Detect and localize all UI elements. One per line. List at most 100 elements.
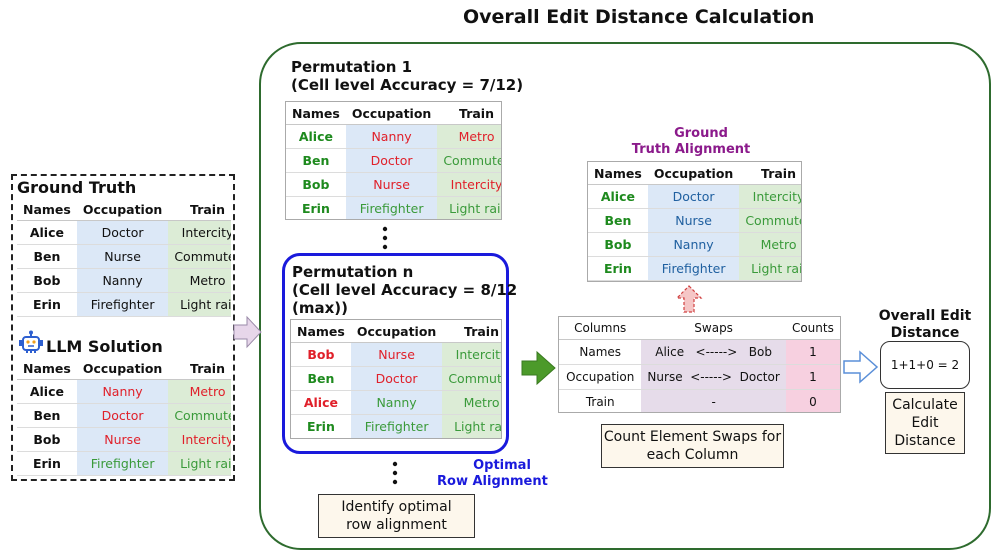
col-header-train: Train bbox=[739, 162, 801, 185]
cell-column: Train bbox=[559, 389, 642, 412]
cell-occupation: Firefighter bbox=[76, 451, 169, 476]
cell-swaps: Nurse <-----> Doctor bbox=[641, 364, 786, 390]
cell-name: Ben bbox=[286, 148, 346, 173]
cell-name: Erin bbox=[286, 196, 346, 219]
cell-name: Ben bbox=[291, 366, 351, 391]
green-arrow-icon bbox=[521, 350, 556, 386]
cell-name: Erin bbox=[17, 451, 77, 476]
ground-truth-alignment-label-1: Ground bbox=[674, 126, 728, 141]
permutation-1-title: Permutation 1 bbox=[291, 58, 413, 76]
swap-from: Alice bbox=[655, 345, 685, 359]
cell-occupation: Doctor bbox=[350, 366, 443, 391]
cell-train: Intercity bbox=[442, 342, 501, 367]
permutation-n-table: Names Occupation Train BobNurseIntercity… bbox=[290, 319, 502, 439]
cell-name: Alice bbox=[17, 379, 77, 404]
count-swaps-note: Count Element Swaps for each Column bbox=[601, 424, 784, 468]
cell-name: Alice bbox=[17, 220, 77, 245]
cell-train: Light rail bbox=[437, 196, 501, 219]
ground-truth-label: Ground Truth bbox=[17, 178, 137, 197]
cell-name: Ben bbox=[17, 244, 77, 269]
cell-train: Metro bbox=[168, 268, 231, 293]
permutation-n-accuracy: (Cell level Accuracy = 8/12 bbox=[292, 281, 518, 299]
cell-occupation: Nanny bbox=[647, 232, 740, 257]
table-row: BenDoctorCommuter bbox=[286, 148, 501, 173]
row-alignment-label: Row Alignment bbox=[437, 474, 548, 489]
cell-train: Intercity bbox=[168, 427, 231, 452]
ground-truth-alignment-label-2: Truth Alignment bbox=[631, 142, 751, 157]
col-header-train: Train bbox=[437, 102, 501, 125]
col-header-names: Names bbox=[286, 102, 346, 125]
col-header-train: Train bbox=[168, 198, 231, 221]
cell-occupation: Nurse bbox=[76, 244, 169, 269]
col-header-train: Train bbox=[168, 357, 231, 380]
permutation-1-accuracy: (Cell level Accuracy = 7/12) bbox=[291, 76, 524, 94]
cell-train: Intercity bbox=[168, 220, 231, 245]
cell-occupation: Nanny bbox=[76, 379, 169, 404]
ellipsis-dots-icon bbox=[392, 461, 398, 485]
col-header-columns: Columns bbox=[559, 317, 642, 340]
table-row: BenDoctorCommuter bbox=[291, 366, 501, 391]
cell-occupation: Nurse bbox=[76, 427, 169, 452]
cell-occupation: Firefighter bbox=[76, 292, 169, 317]
cell-occupation: Firefighter bbox=[647, 256, 740, 281]
cell-train: Metro bbox=[437, 124, 501, 149]
identify-line1: Identify optimal bbox=[341, 499, 452, 515]
cell-train: Metro bbox=[442, 390, 501, 415]
calc-line1: Calculate bbox=[892, 397, 958, 413]
cell-name: Bob bbox=[588, 232, 648, 257]
cell-train: Commuter bbox=[437, 148, 501, 173]
cell-occupation: Nurse bbox=[647, 208, 740, 233]
cell-column: Occupation bbox=[559, 364, 642, 390]
cell-train: Intercity bbox=[739, 184, 801, 209]
cell-count: 1 bbox=[785, 339, 840, 365]
cell-occupation: Doctor bbox=[647, 184, 740, 209]
cell-name: Alice bbox=[286, 124, 346, 149]
swap-from: Nurse bbox=[647, 370, 683, 384]
cell-name: Erin bbox=[588, 256, 648, 281]
overall-edit-distance-label-1: Overall Edit bbox=[878, 308, 972, 324]
overall-edit-distance-label-2: Distance bbox=[890, 325, 960, 341]
cell-name: Ben bbox=[17, 403, 77, 428]
cell-name: Bob bbox=[17, 427, 77, 452]
cell-name: Alice bbox=[588, 184, 648, 209]
cell-occupation: Nanny bbox=[350, 390, 443, 415]
swap-arrow: - bbox=[711, 395, 716, 409]
formula-box: 1+1+0 = 2 bbox=[880, 341, 970, 389]
input-arrow bbox=[233, 315, 262, 349]
cell-name: Ben bbox=[588, 208, 648, 233]
cell-train: Commuter bbox=[168, 244, 231, 269]
optimal-label: Optimal bbox=[462, 458, 542, 474]
identify-line2: row alignment bbox=[346, 517, 447, 533]
cell-column: Names bbox=[559, 339, 642, 365]
cell-occupation: Nanny bbox=[345, 124, 438, 149]
llm-solution-label: LLM Solution bbox=[46, 337, 163, 356]
page-title: Overall Edit Distance Calculation bbox=[463, 6, 815, 28]
col-header-names: Names bbox=[17, 357, 77, 380]
blue-arrow-icon bbox=[843, 350, 879, 384]
col-header-occupation: Occupation bbox=[345, 102, 438, 125]
swap-to: Doctor bbox=[739, 370, 780, 384]
cell-occupation: Nurse bbox=[350, 342, 443, 367]
cell-count: 0 bbox=[785, 389, 840, 412]
cell-train: Commuter bbox=[442, 366, 501, 391]
cell-train: Metro bbox=[168, 379, 231, 404]
cell-train: Light rail bbox=[168, 451, 231, 476]
cell-name: Erin bbox=[17, 292, 77, 317]
col-header-train: Train bbox=[442, 320, 501, 343]
table-row: Occupation Nurse <-----> Doctor 1 bbox=[559, 364, 840, 390]
cell-name: Bob bbox=[286, 172, 346, 197]
cell-occupation: Doctor bbox=[76, 220, 169, 245]
cell-train: Commuter bbox=[739, 208, 801, 233]
